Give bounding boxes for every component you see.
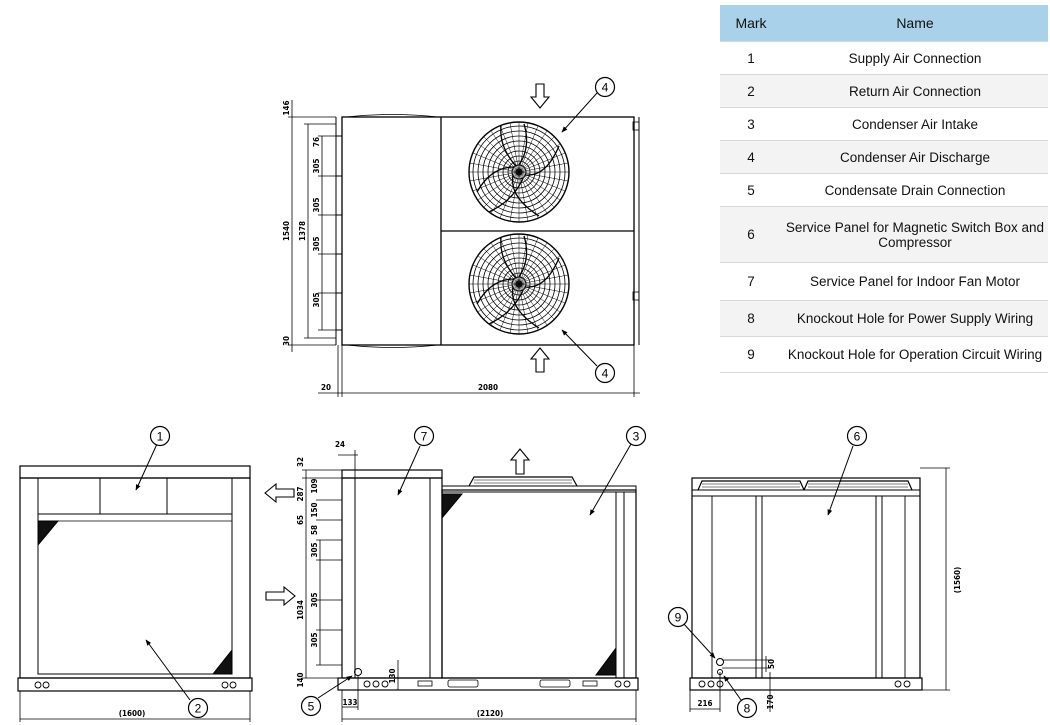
legend-name: Service Panel for Magnetic Switch Box an… bbox=[782, 206, 1048, 263]
legend-name: Return Air Connection bbox=[782, 74, 1048, 108]
legend-name: Knockout Hole for Operation Circuit Wiri… bbox=[782, 336, 1048, 373]
legend-mark: 9 bbox=[720, 336, 782, 373]
legend-row: 5 Condensate Drain Connection bbox=[720, 173, 1048, 207]
callouts-top: 4 4 bbox=[561, 76, 616, 384]
condenser-fan-upper bbox=[468, 121, 570, 223]
svg-text:5: 5 bbox=[308, 700, 315, 714]
svg-text:150: 150 bbox=[310, 502, 319, 517]
side-view-dims: 24 32 109 287 150 65 58 305 1034 305 305… bbox=[296, 440, 503, 718]
svg-text:8: 8 bbox=[744, 702, 751, 716]
svg-text:58: 58 bbox=[310, 525, 319, 535]
legend-name: Condenser Air Intake bbox=[782, 107, 1048, 141]
svg-text:3: 3 bbox=[633, 430, 640, 444]
legend-table: Mark Name 1 Supply Air Connection 2 Retu… bbox=[720, 5, 1048, 373]
legend-row: 7 Service Panel for Indoor Fan Motor bbox=[720, 262, 1048, 301]
legend-name: Condensate Drain Connection bbox=[782, 173, 1048, 207]
svg-text:1540: 1540 bbox=[282, 221, 291, 241]
legend-mark: 5 bbox=[720, 173, 782, 207]
legend-mark: 7 bbox=[720, 262, 782, 301]
svg-text:305: 305 bbox=[310, 592, 319, 607]
svg-text:30: 30 bbox=[282, 336, 291, 346]
legend-mark: 4 bbox=[720, 140, 782, 174]
legend-header-mark: Mark bbox=[720, 5, 782, 42]
svg-text:20: 20 bbox=[321, 383, 331, 392]
svg-text:6: 6 bbox=[854, 430, 861, 444]
svg-text:170: 170 bbox=[766, 694, 775, 709]
svg-text:9: 9 bbox=[675, 611, 682, 625]
svg-text:146: 146 bbox=[282, 100, 291, 115]
svg-text:305: 305 bbox=[312, 197, 321, 212]
legend-row: 4 Condenser Air Discharge bbox=[720, 140, 1048, 174]
svg-text:1034: 1034 bbox=[296, 600, 305, 620]
svg-text:216: 216 bbox=[697, 699, 712, 708]
legend-name: Supply Air Connection bbox=[782, 41, 1048, 75]
legend-name: Service Panel for Indoor Fan Motor bbox=[782, 262, 1048, 301]
svg-text:1: 1 bbox=[157, 430, 164, 444]
rear-view bbox=[689, 467, 950, 712]
rear-view-dims: (1560) 50 216 170 bbox=[697, 567, 962, 710]
callouts-front: 1 2 bbox=[135, 425, 209, 719]
svg-text:305: 305 bbox=[312, 158, 321, 173]
legend-row: 6 Service Panel for Magnetic Switch Box … bbox=[720, 206, 1048, 263]
legend-header-name: Name bbox=[782, 5, 1048, 42]
svg-text:130: 130 bbox=[388, 668, 397, 683]
callouts-rear: 6 9 8 bbox=[667, 425, 868, 719]
legend-row: 1 Supply Air Connection bbox=[720, 41, 1048, 75]
svg-text:287: 287 bbox=[296, 486, 305, 501]
legend-row: 9 Knockout Hole for Operation Circuit Wi… bbox=[720, 336, 1048, 373]
top-view bbox=[288, 100, 640, 397]
condenser-fan-lower bbox=[468, 233, 570, 335]
legend-mark: 1 bbox=[720, 41, 782, 75]
svg-text:2080: 2080 bbox=[478, 383, 498, 392]
legend-header-row: Mark Name bbox=[720, 5, 1048, 42]
airflow-arrows-top bbox=[529, 83, 551, 373]
svg-text:305: 305 bbox=[310, 632, 319, 647]
svg-text:2: 2 bbox=[195, 702, 202, 716]
svg-text:140: 140 bbox=[296, 672, 305, 687]
svg-text:305: 305 bbox=[312, 292, 321, 307]
svg-text:32: 32 bbox=[296, 457, 305, 467]
legend-mark: 3 bbox=[720, 107, 782, 141]
svg-text:4: 4 bbox=[602, 81, 609, 95]
svg-text:24: 24 bbox=[335, 440, 345, 449]
airflow-arrows-side bbox=[264, 448, 531, 607]
legend-mark: 8 bbox=[720, 300, 782, 337]
front-width-dim: (1600) bbox=[119, 709, 146, 718]
front-view bbox=[17, 465, 253, 722]
legend-name: Condenser Air Discharge bbox=[782, 140, 1048, 174]
svg-text:76: 76 bbox=[312, 137, 321, 147]
legend-row: 3 Condenser Air Intake bbox=[720, 107, 1048, 141]
svg-text:(1560): (1560) bbox=[953, 567, 962, 594]
legend-name: Knockout Hole for Power Supply Wiring bbox=[782, 300, 1048, 337]
svg-text:133: 133 bbox=[342, 698, 357, 707]
legend-mark: 2 bbox=[720, 74, 782, 108]
svg-text:305: 305 bbox=[312, 236, 321, 251]
svg-text:7: 7 bbox=[421, 430, 428, 444]
svg-text:65: 65 bbox=[296, 515, 305, 525]
svg-text:109: 109 bbox=[310, 478, 319, 493]
svg-text:(2120): (2120) bbox=[477, 709, 504, 718]
legend-row: 8 Knockout Hole for Power Supply Wiring bbox=[720, 300, 1048, 337]
svg-text:1378: 1378 bbox=[298, 221, 307, 241]
legend-mark: 6 bbox=[720, 206, 782, 263]
svg-text:305: 305 bbox=[310, 542, 319, 557]
svg-text:4: 4 bbox=[602, 367, 609, 381]
svg-text:50: 50 bbox=[767, 659, 776, 669]
top-view-dims: 146 76 305 305 305 305 1378 1540 30 20 2… bbox=[282, 100, 498, 392]
legend-row: 2 Return Air Connection bbox=[720, 74, 1048, 108]
side-view bbox=[302, 450, 639, 722]
callouts-side: 7 3 5 bbox=[300, 425, 647, 717]
